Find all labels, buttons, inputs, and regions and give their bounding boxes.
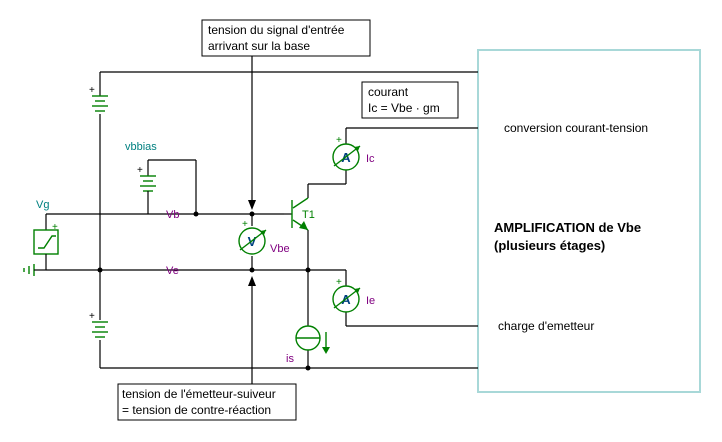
current-note: courant Ic = Vbe · gm: [361, 81, 459, 119]
transistor-label: T1: [302, 209, 315, 221]
vbe-label: Vbe: [270, 243, 290, 255]
ground-icon: [23, 264, 46, 276]
vbbias-label: vbbias: [125, 141, 157, 153]
ammeter-ie-icon: A +: [332, 277, 361, 313]
emitter-load-label: charge d'emetteur: [498, 319, 594, 333]
amplifier-title: AMPLIFICATION de Vbe: [494, 220, 641, 235]
svg-text:+: +: [336, 277, 342, 288]
svg-text:+: +: [89, 311, 95, 322]
svg-text:arrivant sur la base: arrivant sur la base: [208, 39, 310, 53]
svg-text:tension de l'émetteur-suiveur: tension de l'émetteur-suiveur: [122, 387, 276, 401]
current-source-icon: [295, 325, 330, 354]
amplifier-subtitle: (plusieurs étages): [494, 238, 605, 253]
voltmeter-vbe-icon: V +: [238, 219, 267, 255]
wires: [46, 71, 478, 369]
amplifier-block: [477, 49, 701, 393]
junction-dots: [97, 211, 311, 371]
svg-text:Ic = Vbe · gm: Ic = Vbe · gm: [368, 101, 440, 115]
transistor-icon: [284, 197, 309, 231]
svg-text:A: A: [341, 150, 351, 165]
svg-text:courant: courant: [368, 85, 409, 99]
vbbias-battery-icon: +: [137, 160, 156, 214]
is-label: is: [286, 353, 294, 365]
top-battery-icon: +: [89, 85, 108, 112]
vb-label: Vb: [166, 209, 179, 221]
svg-text:A: A: [341, 292, 351, 307]
svg-text:+: +: [89, 85, 95, 96]
bottom-battery-icon: +: [89, 311, 108, 338]
ve-label: Ve: [166, 265, 179, 277]
svg-text:+: +: [242, 219, 248, 230]
svg-text:+: +: [336, 135, 342, 146]
feedback-note: tension de l'émetteur-suiveur = tension …: [117, 383, 297, 421]
signal-source-icon: +: [33, 214, 59, 270]
input-signal-note: tension du signal d'entrée arrivant sur …: [201, 19, 371, 57]
svg-text:+: +: [137, 165, 143, 176]
ic-label: Ic: [366, 153, 375, 165]
conversion-label: conversion courant-tension: [504, 121, 648, 135]
svg-text:= tension de contre-réaction: = tension de contre-réaction: [122, 403, 271, 417]
feedback-arrow: [248, 276, 256, 384]
svg-text:+: +: [52, 222, 58, 233]
svg-text:tension du signal d'entrée: tension du signal d'entrée: [208, 23, 345, 37]
vg-label: Vg: [36, 199, 49, 211]
ie-label: Ie: [366, 295, 375, 307]
input-signal-arrow: [248, 56, 256, 210]
ammeter-ic-icon: A +: [332, 135, 361, 171]
